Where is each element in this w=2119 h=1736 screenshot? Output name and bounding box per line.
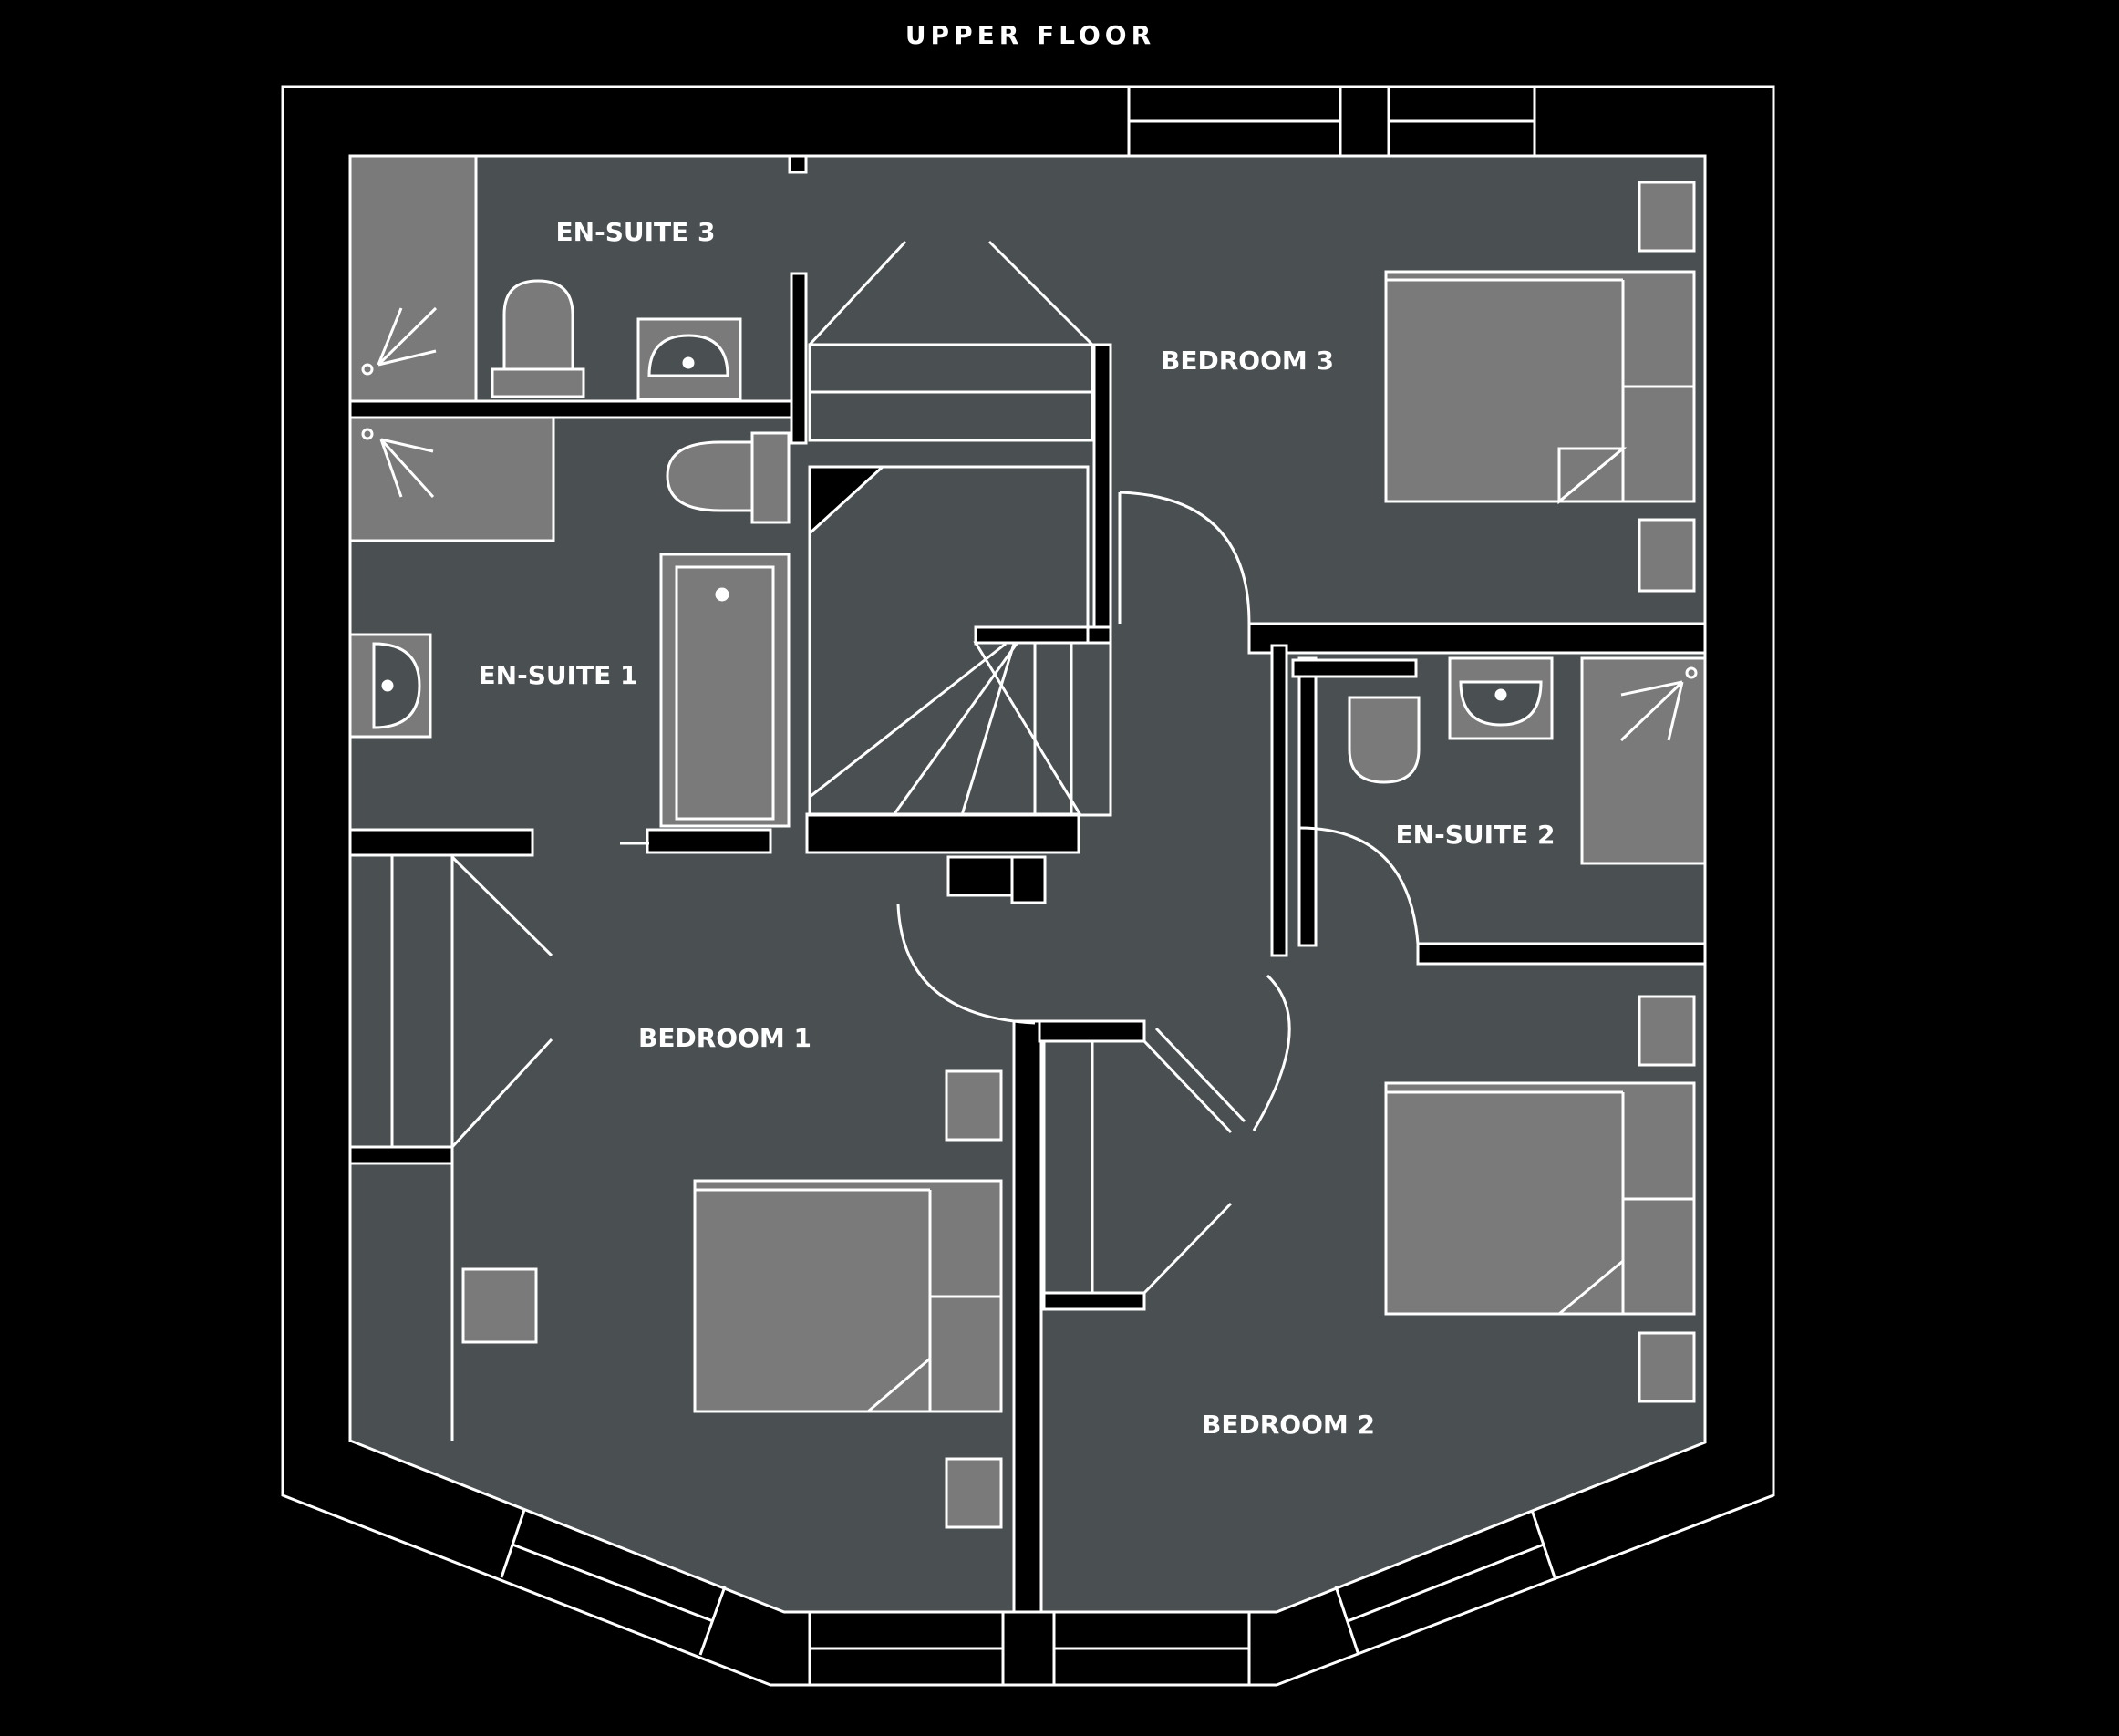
window-bottom — [808, 1612, 1251, 1685]
window-bottom-left — [500, 1509, 727, 1656]
en-suite-3-fixtures — [348, 154, 742, 403]
room-label-bedroom-3: BEDROOM 3 — [1161, 346, 1334, 376]
door-bedroom-3 — [1119, 491, 1251, 625]
chair — [461, 1267, 538, 1344]
shower-head-icon — [361, 428, 435, 499]
bedside-table — [1638, 995, 1696, 1067]
shower-head-icon — [1619, 666, 1698, 742]
internal-walls — [348, 154, 1707, 1614]
bedroom-1-furniture — [461, 1070, 1003, 1529]
bedroom-2-furniture — [1384, 995, 1696, 1403]
room-label-en-suite-1: EN-SUITE 1 — [479, 660, 638, 690]
shower-head-icon — [361, 306, 438, 376]
window-bottom-right — [1334, 1509, 1556, 1656]
window-top — [1127, 87, 1536, 156]
toilet — [502, 279, 574, 371]
plan-title: UPPER FLOOR — [904, 20, 1156, 50]
bedside-table — [1638, 1331, 1696, 1403]
shower-tray — [348, 416, 555, 542]
bedroom-3-furniture — [1384, 181, 1696, 593]
door-hall-right — [1252, 974, 1291, 1132]
room-label-bedroom-2: BEDROOM 2 — [1202, 1410, 1375, 1440]
staircase — [808, 240, 1112, 817]
wardrobes — [390, 855, 1094, 1441]
bedside-table — [1638, 181, 1696, 253]
en-suite-1-fixtures — [348, 416, 791, 828]
room-label-en-suite-2: EN-SUITE 2 — [1396, 820, 1556, 850]
bedside-table — [945, 1070, 1003, 1142]
en-suite-2-fixtures — [1348, 656, 1707, 865]
toilet — [1348, 696, 1421, 784]
door-bedroom-1 — [896, 904, 1036, 1025]
doors — [450, 491, 1420, 1295]
bedside-table — [1638, 518, 1696, 593]
toilet — [666, 440, 754, 512]
room-label-bedroom-1: BEDROOM 1 — [638, 1023, 811, 1053]
room-label-en-suite-3: EN-SUITE 3 — [556, 217, 716, 247]
shower-tray — [1580, 656, 1707, 865]
shower-tray — [348, 154, 478, 403]
door-en-suite-2 — [1298, 826, 1420, 945]
bedside-table — [945, 1457, 1003, 1529]
